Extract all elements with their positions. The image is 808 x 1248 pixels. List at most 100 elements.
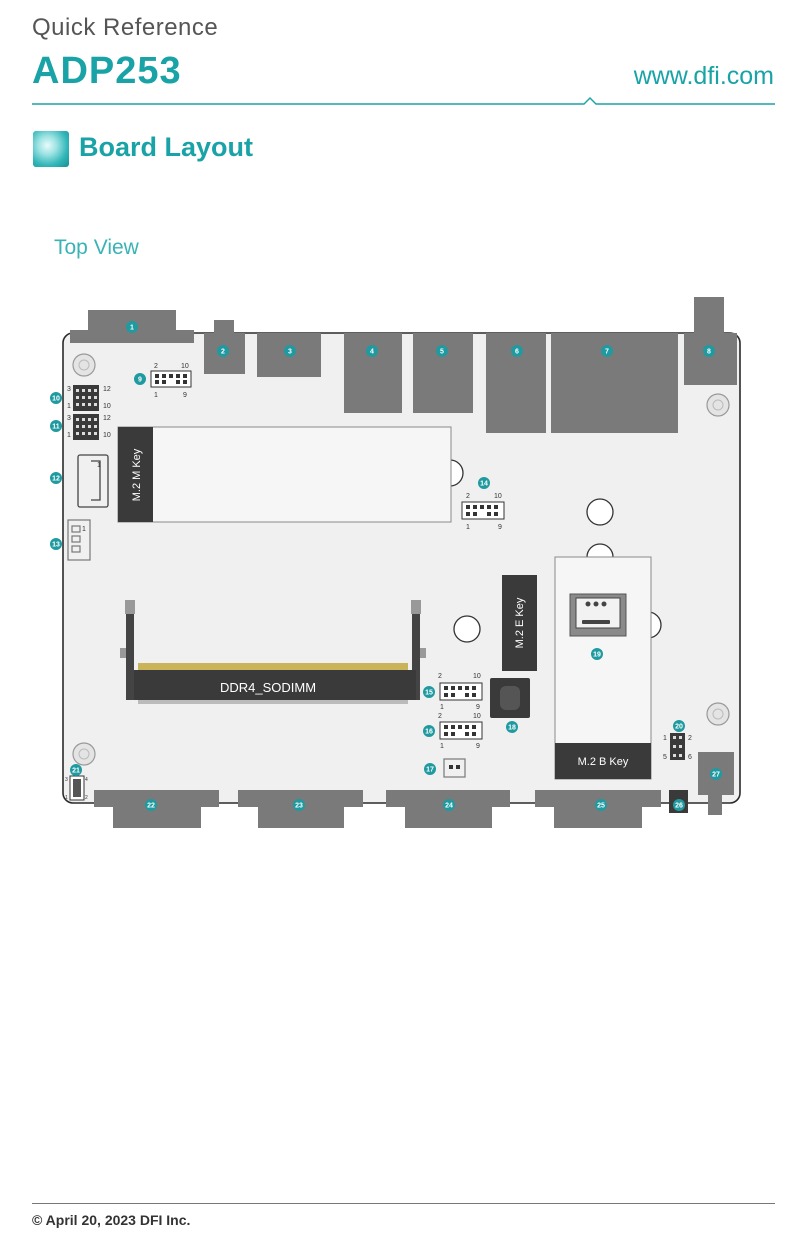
model-title: ADP253 <box>32 50 182 92</box>
svg-text:2: 2 <box>688 735 692 742</box>
svg-text:1: 1 <box>466 524 470 531</box>
svg-text:1: 1 <box>97 462 101 469</box>
buzzer <box>490 678 530 718</box>
battery-connector <box>443 758 466 778</box>
svg-text:1: 1 <box>82 526 86 533</box>
m2-e-slot <box>502 575 537 671</box>
callout-number: 11 <box>52 424 60 431</box>
callout-11: 11 <box>50 420 62 432</box>
switch <box>69 775 85 801</box>
callout-16: 16 <box>423 725 435 737</box>
connector-7 <box>551 333 678 433</box>
fan-connector <box>67 519 91 561</box>
svg-text:1: 1 <box>65 795 68 801</box>
svg-text:10: 10 <box>473 713 481 720</box>
m2-m-label: M.2 M Key <box>131 448 143 501</box>
standoff-circles <box>436 459 662 643</box>
svg-text:2: 2 <box>154 363 158 370</box>
svg-text:3: 3 <box>67 415 71 422</box>
callout-number: 7 <box>605 349 609 356</box>
svg-text:2: 2 <box>438 673 442 680</box>
callout-20: 20 <box>673 720 685 732</box>
mounting-hole <box>706 702 730 726</box>
svg-text:1: 1 <box>440 743 444 750</box>
mounting-hole <box>706 393 730 417</box>
callout-9: 9 <box>134 373 146 385</box>
svg-text:1: 1 <box>67 432 71 439</box>
callout-number: 18 <box>508 725 516 732</box>
callout-1: 1 <box>126 321 138 333</box>
callout-number: 4 <box>370 349 374 356</box>
svg-text:2: 2 <box>466 493 470 500</box>
callout-number: 5 <box>440 349 444 356</box>
connector-8 <box>684 297 737 385</box>
svg-text:1: 1 <box>663 735 667 742</box>
pin-number-labels: 2 10 1 9 2 10 1 9 2 10 1 9 2 10 1 9 3 12… <box>65 363 692 801</box>
m2-e-label: M.2 E Key <box>514 597 526 648</box>
sodimm-socket <box>120 600 426 704</box>
connector-22 <box>94 790 219 828</box>
callout-23: 23 <box>293 799 305 811</box>
callout-number: 21 <box>72 768 80 775</box>
svg-text:6: 6 <box>688 754 692 761</box>
callout-number: 27 <box>712 772 720 779</box>
svg-text:9: 9 <box>183 392 187 399</box>
callout-2: 2 <box>217 345 229 357</box>
callout-13: 13 <box>50 538 62 550</box>
header-10 <box>73 385 99 411</box>
header-11 <box>73 414 99 440</box>
callout-5: 5 <box>436 345 448 357</box>
m2-m-slot <box>118 427 153 522</box>
m2-b-label: M.2 B Key <box>578 756 629 768</box>
callout-number: 24 <box>445 803 453 810</box>
callout-15: 15 <box>423 686 435 698</box>
svg-text:3: 3 <box>65 777 68 783</box>
callout-number: 23 <box>295 803 303 810</box>
svg-text:10: 10 <box>103 403 111 410</box>
svg-text:4: 4 <box>85 777 88 783</box>
callout-21: 21 <box>70 764 82 776</box>
mounting-holes <box>72 353 730 766</box>
callout-number: 3 <box>288 349 292 356</box>
callout-number: 26 <box>675 803 683 810</box>
callout-number: 17 <box>426 767 434 774</box>
footer-copyright: © April 20, 2023 DFI Inc. <box>32 1212 191 1228</box>
callout-number: 25 <box>597 803 605 810</box>
standoff <box>453 615 481 643</box>
callout-number: 10 <box>52 396 60 403</box>
callout-number: 9 <box>138 377 142 384</box>
svg-text:10: 10 <box>181 363 189 370</box>
callout-22: 22 <box>145 799 157 811</box>
view-title: Top View <box>54 236 139 259</box>
connector-5 <box>413 333 473 413</box>
callout-number: 6 <box>515 349 519 356</box>
section-title: Board Layout <box>79 132 254 162</box>
callout-4: 4 <box>366 345 378 357</box>
callout-18: 18 <box>506 721 518 733</box>
callout-6: 6 <box>511 345 523 357</box>
mounting-hole <box>72 353 96 377</box>
website-url[interactable]: www.dfi.com <box>633 62 774 90</box>
svg-text:1: 1 <box>154 392 158 399</box>
svg-text:12: 12 <box>103 386 111 393</box>
callout-26: 26 <box>673 799 685 811</box>
svg-text:10: 10 <box>103 432 111 439</box>
callout-3: 3 <box>284 345 296 357</box>
svg-text:1: 1 <box>440 704 444 711</box>
callout-number: 8 <box>707 349 711 356</box>
m2-m-card-outline <box>117 426 452 523</box>
header-15 <box>439 682 483 701</box>
dimm-label: DDR4_SODIMM <box>220 680 316 695</box>
callout-10: 10 <box>50 392 62 404</box>
callout-number: 13 <box>52 542 60 549</box>
m2-b-slot <box>555 743 651 779</box>
doc-type-label: Quick Reference <box>32 14 219 41</box>
connector-27 <box>698 752 734 815</box>
callout-number: 15 <box>425 690 433 697</box>
svg-text:10: 10 <box>473 673 481 680</box>
header-9 <box>150 370 192 388</box>
svg-text:10: 10 <box>494 493 502 500</box>
svg-text:12: 12 <box>103 415 111 422</box>
callout-7: 7 <box>601 345 613 357</box>
callout-number: 2 <box>221 349 225 356</box>
